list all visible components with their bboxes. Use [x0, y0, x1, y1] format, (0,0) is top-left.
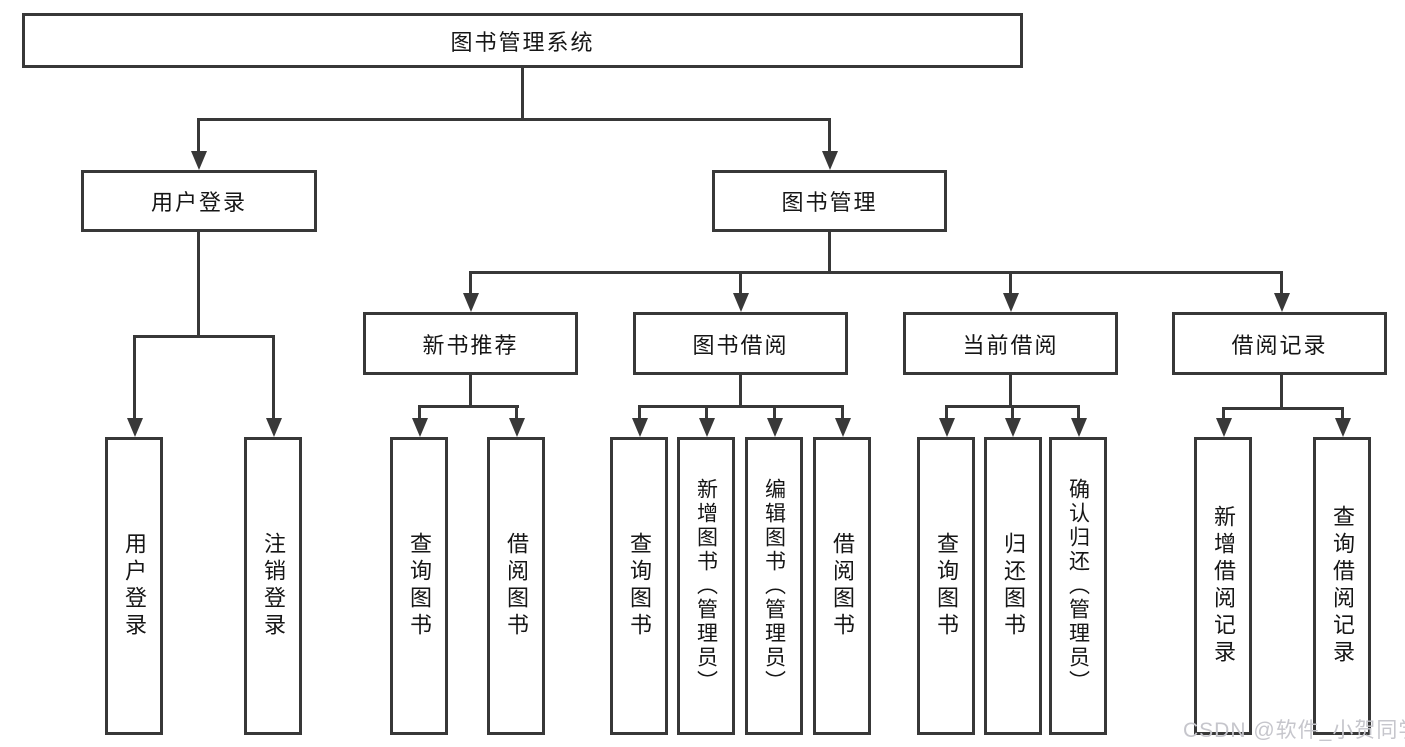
node-new-book-recommendation: 新书推荐: [363, 312, 578, 375]
connector-line: [1011, 405, 1014, 421]
leaf-confirm-return-admin: 确认归还（管理员）: [1049, 437, 1107, 735]
arrow-down-icon: [191, 151, 207, 170]
connector-line: [638, 405, 844, 408]
connector-line: [469, 375, 472, 408]
connector-line: [1341, 407, 1344, 421]
arrow-down-icon: [699, 418, 715, 437]
leaf-add-books-admin: 新增图书（管理员）: [677, 437, 735, 735]
connector-line: [1280, 375, 1283, 410]
connector-line: [1222, 407, 1225, 421]
connector-line: [1077, 405, 1080, 421]
node-library-management-system: 图书管理系统: [22, 13, 1023, 68]
connector-line: [705, 405, 708, 421]
node-user-login: 用户登录: [81, 170, 317, 232]
leaf-query-borrow-record: 查询借阅记录: [1313, 437, 1371, 735]
node-current-borrowing: 当前借阅: [903, 312, 1118, 375]
connector-line: [418, 405, 421, 421]
arrow-down-icon: [835, 418, 851, 437]
arrow-down-icon: [1335, 418, 1351, 437]
leaf-borrow-books: 借阅图书: [487, 437, 545, 735]
arrow-down-icon: [733, 293, 749, 312]
arrow-down-icon: [127, 418, 143, 437]
connector-line: [1222, 407, 1344, 410]
connector-line: [739, 375, 742, 408]
arrow-down-icon: [1274, 293, 1290, 312]
arrow-down-icon: [1071, 418, 1087, 437]
node-borrowing-records: 借阅记录: [1172, 312, 1387, 375]
connector-line: [638, 405, 641, 421]
connector-line: [515, 405, 518, 421]
leaf-edit-books-admin: 编辑图书（管理员）: [745, 437, 803, 735]
leaf-logout-login: 注销登录: [244, 437, 302, 735]
leaf-return-books: 归还图书: [984, 437, 1042, 735]
connector-line: [521, 68, 524, 120]
connector-line: [828, 118, 831, 155]
arrow-down-icon: [939, 418, 955, 437]
arrow-down-icon: [509, 418, 525, 437]
csdn-watermark: CSDN @软件_小贺同学: [1183, 719, 1405, 742]
arrow-down-icon: [632, 418, 648, 437]
connector-line: [945, 405, 948, 421]
arrow-down-icon: [412, 418, 428, 437]
connector-line: [828, 232, 831, 274]
connector-line: [197, 232, 200, 338]
connector-line: [739, 271, 742, 298]
connector-line: [133, 335, 275, 338]
leaf-query-books: 查询图书: [390, 437, 448, 735]
leaf-add-borrow-record: 新增借阅记录: [1194, 437, 1252, 735]
arrow-down-icon: [1216, 418, 1232, 437]
leaf-user-login: 用户登录: [105, 437, 163, 735]
connector-line: [197, 118, 200, 155]
arrow-down-icon: [1003, 293, 1019, 312]
leaf-query-books: 查询图书: [610, 437, 668, 735]
arrow-down-icon: [266, 418, 282, 437]
connector-line: [1280, 271, 1283, 298]
connector-line: [841, 405, 844, 421]
leaf-query-books: 查询图书: [917, 437, 975, 735]
arrow-down-icon: [822, 151, 838, 170]
arrow-down-icon: [767, 418, 783, 437]
arrow-down-icon: [1005, 418, 1021, 437]
connector-line: [197, 118, 831, 121]
connector-line: [469, 271, 472, 298]
node-book-borrowing: 图书借阅: [633, 312, 848, 375]
node-book-management: 图书管理: [712, 170, 947, 232]
connector-line: [1009, 271, 1012, 298]
connector-line: [1009, 375, 1012, 408]
leaf-borrow-books: 借阅图书: [813, 437, 871, 735]
arrow-down-icon: [463, 293, 479, 312]
connector-line: [469, 271, 1283, 274]
connector-line: [272, 335, 275, 422]
connector-line: [418, 405, 519, 408]
connector-line: [133, 335, 136, 422]
connector-line: [773, 405, 776, 421]
